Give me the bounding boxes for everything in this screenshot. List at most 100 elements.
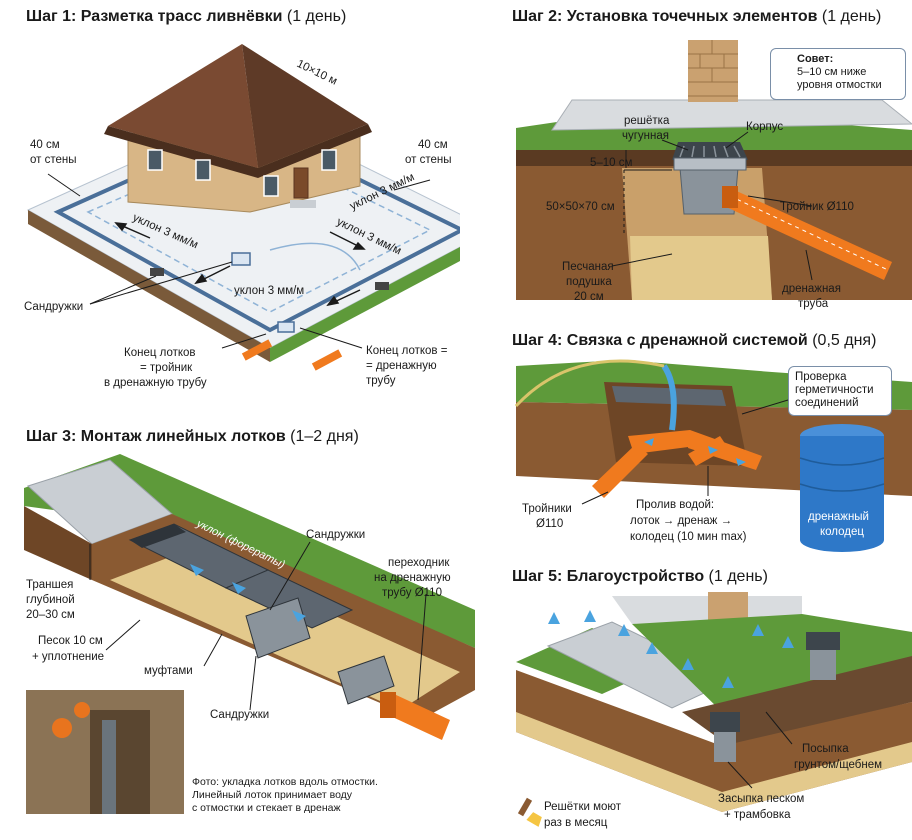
step4-illustration: Тройники Ø110 Пролив водой: лоток → дрен…	[514, 359, 912, 552]
sandtraps-label: Сандружки	[24, 301, 83, 313]
tip-title: Совет:	[797, 53, 834, 65]
house-window	[321, 149, 337, 171]
leader-lines	[727, 711, 793, 789]
step1-panel: Шаг 1: Разметка трасс ливнёвки (1 день)	[0, 0, 460, 410]
sand-layer	[516, 712, 912, 812]
paving	[551, 99, 912, 131]
sand-label-2: + уплотнение	[32, 651, 104, 663]
sandtraps-bottom-label: Сандружки	[210, 709, 269, 721]
house-window	[195, 159, 211, 181]
drain-pipe	[386, 694, 450, 740]
step2-title-text: Шаг 2: Установка точечных элементов	[512, 8, 818, 25]
leader-lines	[47, 173, 431, 349]
grate-label-1: решётка	[624, 115, 670, 127]
trench-label-2: глубиной	[26, 594, 75, 606]
tees-label-2: Ø110	[536, 518, 563, 530]
photo-trench	[90, 710, 150, 814]
wall-offset-left-1: 40 см	[30, 139, 60, 151]
pipe-stub	[241, 339, 273, 361]
flush-label-3: колодец (10 мин max)	[630, 531, 747, 543]
photo-caption: Фото: укладка лотков вдоль отмостки. Лин…	[192, 776, 432, 815]
sand-label-2: подушка	[566, 276, 612, 288]
drain-label-1: дренажная	[782, 283, 841, 295]
rain-arrows	[548, 610, 794, 688]
house-steps	[290, 200, 316, 208]
grates-label-2: раз в месяц	[544, 817, 608, 829]
pipe-adapter	[380, 692, 396, 718]
tip-text-2: уровня отмостки	[797, 79, 882, 91]
photo-caption-1: Фото: укладка лотков вдоль отмостки.	[192, 776, 378, 788]
slope-arrows	[114, 222, 366, 307]
slope-label-4: уклон 3 мм/м	[234, 285, 304, 297]
check-callout: Проверка герметичности соединений	[788, 366, 892, 416]
house-roof-right	[242, 44, 368, 168]
drain-pipe-stripe	[729, 195, 889, 271]
tray-grate	[130, 524, 186, 548]
tip-text-1: 5–10 см ниже	[797, 66, 867, 78]
step5-title: Шаг 5: Благоустройство (1 день)	[512, 568, 768, 586]
photo-tray	[102, 720, 116, 814]
step3-illustration: уклон (форераты) Сандружки переходник на…	[24, 454, 475, 814]
house-roof-left	[108, 44, 258, 168]
trench-label-3: 20–30 см	[26, 609, 75, 621]
adapter-label-2: на дренажную	[374, 572, 451, 584]
inner-drain-route	[86, 141, 432, 313]
wall-offset-right-1: 40 см	[418, 139, 448, 151]
sand-label-3: 20 см	[574, 291, 604, 303]
well-label-2: колодец	[820, 526, 864, 538]
tee-label: Тройник Ø110	[780, 201, 854, 213]
gully-grate	[806, 632, 840, 650]
step1-title-text: Шаг 1: Разметка трасс ливнёвки	[26, 8, 283, 25]
sandtrap-box	[337, 655, 395, 705]
step1-duration: (1 день)	[286, 8, 347, 25]
grate-slots	[679, 145, 741, 158]
step3-title-text: Шаг 3: Монтаж линейных лотков	[26, 428, 286, 445]
dimension-lines	[623, 150, 672, 236]
leader-lines	[581, 399, 789, 505]
couplings-label: муфтами	[144, 665, 193, 677]
tee-pipe	[688, 430, 762, 470]
pipe-coupling	[722, 186, 738, 208]
sand-label-1: Засыпка песком	[718, 793, 804, 805]
fill-label-1: Посыпка	[802, 743, 849, 755]
step5-illustration: Посыпка грунтом/щебнем Решётки моют раз …	[516, 592, 912, 829]
flush-label-1: Пролив водой:	[636, 499, 714, 511]
step5-title-text: Шаг 5: Благоустройство	[512, 568, 705, 585]
tray	[612, 386, 726, 406]
step3-panel: Шаг 3: Монтаж линейных лотков (1–2 дня) …	[0, 420, 475, 840]
step4-title-text: Шаг 4: Связка с дренажной системой	[512, 332, 808, 349]
sandtrap-marker	[150, 268, 164, 276]
drain-label-2: труба	[798, 298, 829, 310]
end-tee-label-3: в дренажную трубу	[104, 377, 207, 389]
photo-worker	[74, 702, 90, 718]
step5-duration: (1 день)	[708, 568, 768, 585]
flow-arrows	[644, 438, 746, 466]
tee-pipe	[592, 444, 648, 498]
step4-panel: Шаг 4: Связка с дренажной системой (0,5 …	[512, 326, 912, 562]
trench-label-1: Траншея	[26, 579, 73, 591]
leader-lines	[611, 131, 813, 281]
sandtrap-marker	[231, 252, 251, 266]
water-stream	[661, 364, 677, 431]
tee-pipe	[688, 436, 728, 466]
tee-pipe	[628, 430, 696, 454]
brick-lines	[688, 40, 738, 97]
brush-icon	[517, 797, 542, 827]
sand-cushion	[630, 236, 772, 300]
house-roof-front	[104, 124, 372, 178]
grates-label-1: Решётки моют	[544, 801, 622, 813]
step5-panel: Шаг 5: Благоустройство (1 день)	[512, 562, 912, 840]
step2-title: Шаг 2: Установка точечных элементов (1 д…	[512, 8, 881, 26]
well-ribs	[799, 457, 885, 492]
sandtrap-marker	[277, 321, 295, 333]
body-label: Корпус	[746, 121, 783, 133]
drain-pipe	[724, 188, 892, 280]
adapter-label-1: переходник	[388, 557, 450, 569]
gully-body	[810, 650, 836, 680]
photo-caption-2: Линейный лоток принимает воду	[192, 789, 353, 801]
grate-label-2: чугунная	[622, 130, 669, 142]
step4-duration: (0,5 дня)	[812, 332, 877, 349]
depth-label: 5–10 см	[590, 157, 633, 169]
step1-title: Шаг 1: Разметка трасс ливнёвки (1 день)	[26, 8, 346, 26]
flush-label-2: лоток → дренаж →	[630, 515, 732, 527]
